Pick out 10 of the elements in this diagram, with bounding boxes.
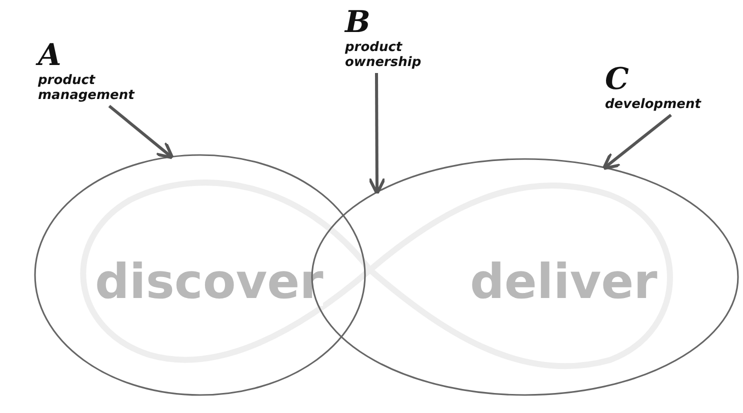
role-label: product management	[38, 73, 133, 103]
letter-heading: A	[38, 38, 62, 73]
role-label: development	[605, 97, 702, 112]
arrow	[108, 104, 174, 160]
ellipse	[34, 154, 366, 396]
letter-heading: C	[605, 62, 629, 97]
letter-heading: B	[345, 5, 370, 40]
arrow	[602, 114, 672, 170]
role-label: product ownership	[345, 40, 422, 70]
arrow	[368, 73, 386, 196]
